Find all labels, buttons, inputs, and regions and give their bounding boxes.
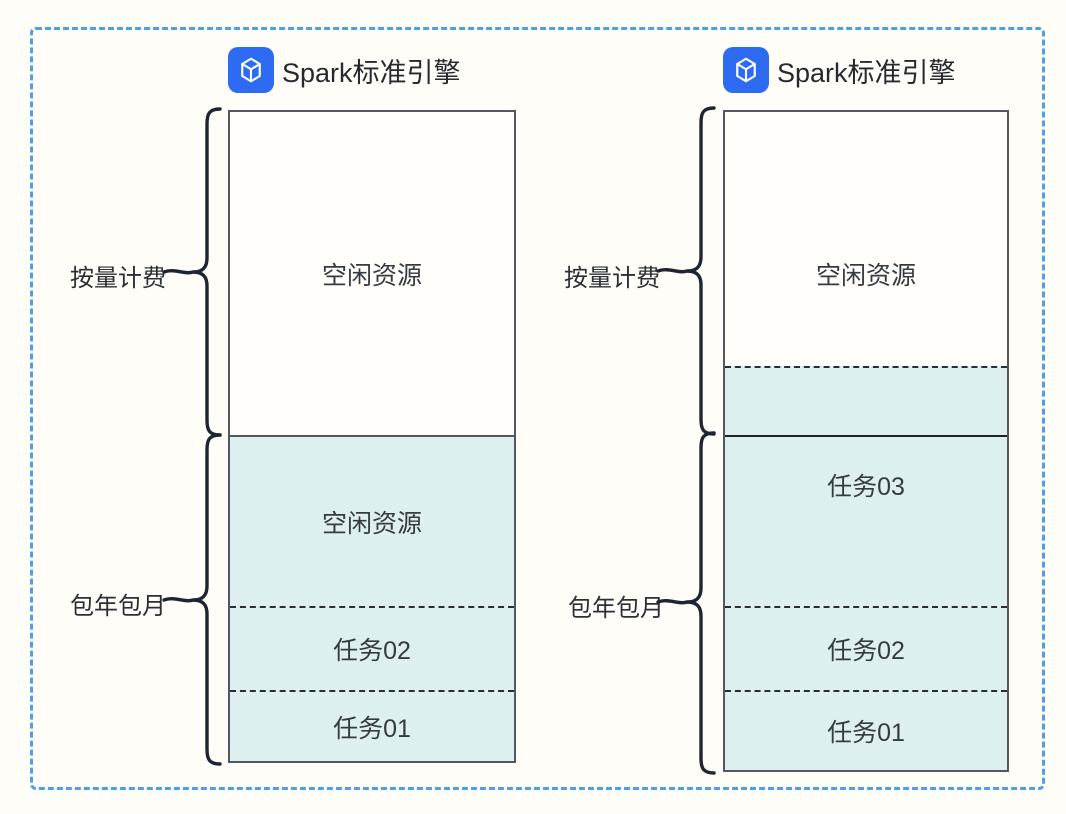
panel2-stack: 空闲资源 任务03 任务02 任务01: [723, 110, 1009, 772]
outer-dashed-border: [30, 27, 1045, 790]
panel2-task03-label: 任务03: [827, 473, 905, 501]
panel2-payg-brace: [656, 106, 716, 436]
panel2-capacity-line: [725, 435, 1007, 437]
panel1-payg-brace: [162, 107, 222, 437]
panel2-task03-block: 任务03: [725, 437, 1007, 606]
panel2-payg-overflow-strip: [725, 366, 1007, 435]
cube-icon: [228, 47, 274, 93]
panel2-subscription-brace: [656, 431, 716, 775]
panel2-payg-idle-label: 空闲资源: [815, 261, 916, 290]
panel2-payg-idle-block: 空闲资源: [725, 112, 1007, 435]
panel2-task02-label: 任务02: [827, 637, 905, 665]
panel1-stack: 空闲资源 空闲资源 任务02 任务01: [228, 110, 516, 763]
panel1-task01-label: 任务01: [333, 714, 411, 743]
panel2-task02-block: 任务02: [725, 606, 1007, 690]
panel1-payg-idle-block: 空闲资源: [230, 112, 514, 437]
panel1-subscription-idle-label: 空闲资源: [321, 509, 422, 538]
panel1-task01-block: 任务01: [230, 690, 514, 761]
panel1-title: Spark标准引擎: [282, 58, 461, 88]
panel1-subscription-idle-block: 空闲资源: [230, 437, 514, 606]
panel1-payg-label: 按量计费: [70, 265, 166, 292]
panel2-title: Spark标准引擎: [777, 58, 956, 88]
panel2-payg-label: 按量计费: [564, 265, 660, 292]
panel1-subscription-brace: [162, 433, 222, 766]
cube-icon: [723, 47, 769, 93]
panel2-task01-block: 任务01: [725, 690, 1007, 770]
panel1-subscription-label: 包年包月: [70, 593, 166, 620]
panel1-task02-label: 任务02: [333, 637, 411, 665]
panel1-task02-block: 任务02: [230, 606, 514, 690]
panel2-task01-label: 任务01: [827, 719, 905, 747]
panel2-subscription-label: 包年包月: [568, 595, 664, 622]
panel1-payg-idle-label: 空闲资源: [321, 261, 422, 290]
